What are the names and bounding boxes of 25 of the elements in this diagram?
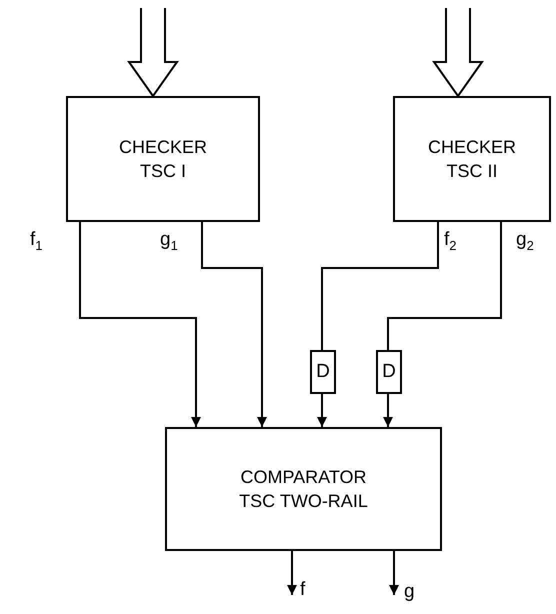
signal-arrow — [317, 394, 327, 427]
block-box — [165, 427, 442, 551]
signal-arrow — [201, 222, 267, 427]
box-label: TSC TWO-RAIL — [239, 490, 368, 513]
hollow-input-arrow — [127, 7, 179, 98]
delay-box — [310, 350, 336, 394]
hollow-input-arrow — [432, 7, 484, 98]
delay-box — [376, 350, 402, 394]
box-label: COMPARATOR — [240, 466, 366, 489]
signal-label: f$_{1}$ — [30, 230, 43, 252]
box-label: TSC I — [140, 160, 186, 183]
signal-arrow — [287, 551, 297, 595]
block-box — [66, 96, 260, 222]
box-label: CHECKER — [428, 136, 516, 159]
signal-arrow — [389, 551, 399, 595]
signal-label: f$_{2}$ — [444, 230, 457, 252]
signal-line — [321, 222, 439, 350]
signal-line — [387, 222, 502, 350]
box-label: CHECKER — [118, 136, 207, 159]
signal-arrow — [79, 222, 201, 427]
box-label: D — [382, 360, 396, 384]
signal-arrow — [383, 394, 393, 427]
box-label: TSC II — [446, 160, 498, 183]
box-label: D — [316, 360, 330, 384]
block-box — [393, 96, 551, 222]
